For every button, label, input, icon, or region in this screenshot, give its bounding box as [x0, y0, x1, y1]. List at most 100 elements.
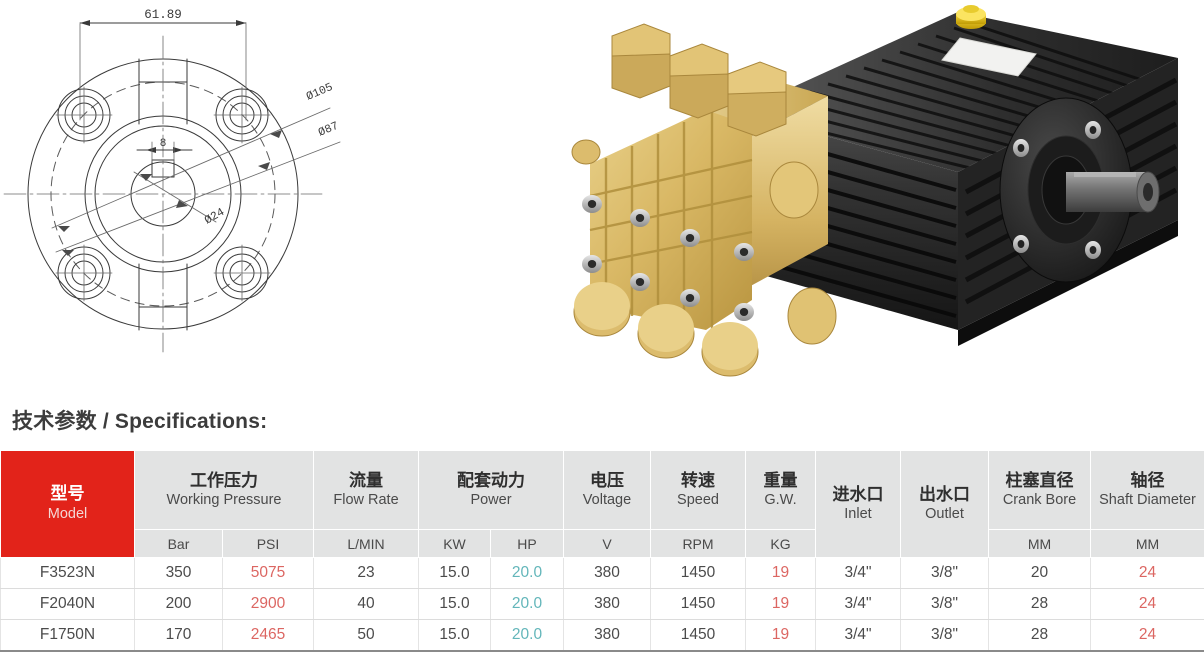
header-working-pressure-en: Working Pressure	[166, 491, 282, 508]
cell-psi: 2465	[222, 619, 314, 652]
triplex-plunger-pump-photo	[566, 0, 1204, 390]
dim-label-bolt-circle: Ø87	[316, 120, 340, 140]
dim-label-keyway: 8	[160, 138, 167, 150]
header-power: 配套动力 Power	[418, 450, 564, 530]
header-speed: 转速 Speed	[650, 450, 746, 530]
cell-lmin: 23	[313, 557, 419, 589]
header-working-pressure-cn: 工作压力	[190, 470, 258, 490]
centerlines	[3, 35, 323, 353]
cell-model: F1750N	[0, 619, 135, 652]
header-gross-weight-en: G.W.	[764, 491, 797, 508]
cell-hp: 20.0	[490, 588, 564, 620]
cell-psi: 2900	[222, 588, 314, 620]
leader-d87	[55, 141, 341, 256]
cell-voltage: 380	[563, 619, 651, 652]
cell-bore: 20	[988, 557, 1091, 589]
leader-d24	[133, 171, 217, 223]
table-header: 型号 Model 工作压力 Working Pressure 流量 Flow R…	[0, 450, 1204, 558]
header-inlet-cn: 进水口	[832, 484, 884, 504]
cell-psi: 5075	[222, 557, 314, 589]
cell-kw: 15.0	[418, 588, 491, 620]
cell-hp: 20.0	[490, 619, 564, 652]
cell-bar: 200	[134, 588, 223, 620]
unit-hp: HP	[490, 529, 564, 558]
specifications-table: 型号 Model 工作压力 Working Pressure 流量 Flow R…	[0, 450, 1204, 652]
header-speed-cn: 转速	[681, 470, 715, 490]
cell-hp: 20.0	[490, 557, 564, 589]
cell-rpm: 1450	[650, 619, 746, 652]
table-row: F1750N 170 2465 50 15.0 20.0 380 1450 19…	[0, 619, 1204, 652]
unit-v: V	[563, 529, 651, 558]
cell-lmin: 40	[313, 588, 419, 620]
brass-manifold-head	[571, 23, 837, 377]
dim-label-outer-diameter: Ø105	[304, 81, 335, 104]
header-model-cn: 型号	[50, 484, 85, 504]
valve-caps-top	[611, 23, 787, 137]
cell-shaft: 24	[1090, 619, 1204, 652]
header-shaft-diameter-en: Shaft Diameter	[1099, 491, 1196, 508]
socket-screws	[582, 195, 754, 321]
output-shaft	[1066, 171, 1160, 213]
header-crank-bore-en: Crank Bore	[1002, 491, 1077, 508]
dim-label-width: 61.89	[144, 8, 182, 22]
unit-lmin: L/MIN	[313, 529, 419, 558]
flange-bolts	[1013, 121, 1101, 259]
header-crank-bore: 柱塞直径 Crank Bore	[988, 450, 1091, 530]
unit-psi: PSI	[222, 529, 314, 558]
cell-outlet: 3/8"	[900, 588, 989, 620]
cell-inlet: 3/4"	[815, 619, 901, 652]
header-model-en: Model	[47, 506, 88, 523]
dim-line-6189	[79, 20, 247, 26]
header-voltage-cn: 电压	[590, 470, 624, 490]
bolt-hole-centerlines	[55, 86, 271, 302]
left-port-stub	[571, 139, 601, 165]
header-flow-rate-cn: 流量	[349, 470, 383, 490]
header-outlet-cn: 出水口	[919, 484, 970, 504]
nameplate	[941, 37, 1037, 77]
cell-kg: 19	[745, 619, 816, 652]
cell-outlet: 3/8"	[900, 619, 989, 652]
cell-voltage: 380	[563, 588, 651, 620]
table-row: F3523N 350 5075 23 15.0 20.0 380 1450 19…	[0, 557, 1204, 589]
header-shaft-diameter-cn: 轴径	[1130, 470, 1165, 490]
cell-inlet: 3/4"	[815, 557, 901, 589]
cell-outlet: 3/8"	[900, 557, 989, 589]
header-inlet: 进水口 Inlet	[815, 450, 901, 558]
leader-d105	[51, 107, 331, 232]
header-voltage-en: Voltage	[582, 491, 632, 508]
unit-bar: Bar	[134, 529, 223, 558]
header-power-cn: 配套动力	[457, 470, 525, 490]
cell-kg: 19	[745, 557, 816, 589]
specifications-title: 技术参数 / Specifications:	[12, 410, 268, 433]
unit-bore: MM	[988, 529, 1091, 558]
header-speed-en: Speed	[677, 491, 719, 508]
cell-bore: 28	[988, 619, 1091, 652]
header-flow-rate-en: Flow Rate	[333, 491, 399, 508]
flange-dimension-drawing: 61.89 8 Ø105 Ø87 Ø24	[0, 0, 400, 370]
drawing-svg: 61.89 8 Ø105 Ø87 Ø24	[3, 8, 341, 353]
pump-illustration	[571, 5, 1178, 377]
unit-kg: KG	[745, 529, 816, 558]
oil-fill-cap	[956, 5, 986, 29]
side-hex-plugs	[769, 161, 837, 345]
header-gross-weight: 重量 G.W.	[745, 450, 816, 530]
cell-bar: 170	[134, 619, 223, 652]
unit-kw: KW	[418, 529, 491, 558]
header-gross-weight-cn: 重量	[763, 470, 798, 490]
cell-kw: 15.0	[418, 619, 491, 652]
product-visuals-area: 61.89 8 Ø105 Ø87 Ø24	[0, 0, 1204, 390]
header-crank-bore-cn: 柱塞直径	[1005, 470, 1074, 490]
cell-bore: 28	[988, 588, 1091, 620]
dim-label-bore: Ø24	[203, 206, 228, 228]
header-shaft-diameter: 轴径 Shaft Diameter	[1090, 450, 1204, 530]
cell-shaft: 24	[1090, 557, 1204, 589]
header-inlet-en: Inlet	[844, 505, 872, 522]
cell-lmin: 50	[313, 619, 419, 652]
dim-line-keyway	[136, 141, 193, 163]
cell-model: F2040N	[0, 588, 135, 620]
table-body: F3523N 350 5075 23 15.0 20.0 380 1450 19…	[0, 557, 1204, 652]
header-working-pressure: 工作压力 Working Pressure	[134, 450, 314, 530]
unit-rpm: RPM	[650, 529, 746, 558]
header-outlet-en: Outlet	[925, 505, 964, 522]
cell-shaft: 24	[1090, 588, 1204, 620]
